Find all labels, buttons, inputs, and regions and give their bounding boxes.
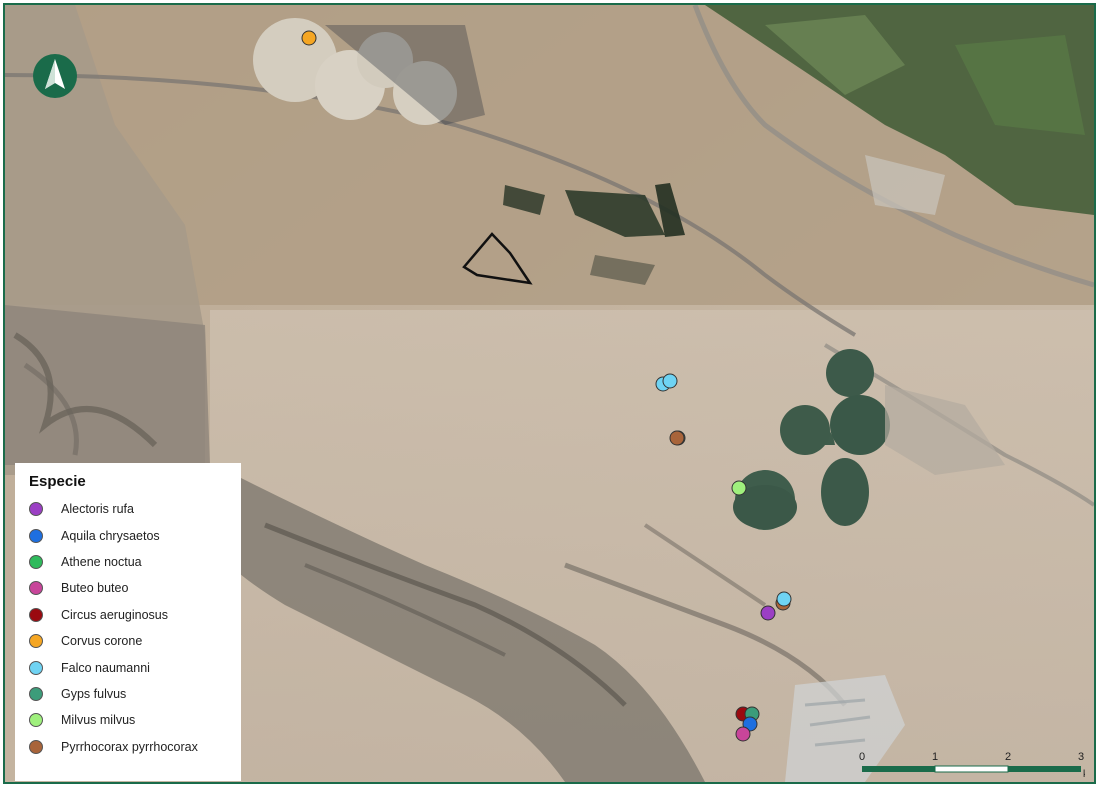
legend-label: Alectoris rufa [61,502,134,517]
legend-swatch-icon [29,581,43,596]
legend-swatch-icon [29,502,43,517]
legend-label: Buteo buteo [61,581,129,596]
scale-segment [862,766,935,772]
legend-label: Pyrrhocorax pyrrhocorax [61,739,198,754]
legend-swatch-icon [29,660,43,675]
legend-swatch-icon [29,686,43,701]
scale-tick-1: 1 [932,751,938,763]
legend-item: Alectoris rufa [29,496,241,522]
pivot-field-green [826,349,874,397]
green-field-patch [955,35,1085,135]
scale-tick-2: 2 [1005,751,1011,763]
legend-label: Aquila chrysaetos [61,528,160,543]
eroded-hills [5,305,210,465]
legend-swatch-icon [29,528,43,543]
pivot-field-green [821,458,869,526]
scale-tick-0: 0 [859,751,865,763]
scale-bar: 0 1 2 3 km [859,751,1085,779]
observation-point[interactable] [669,430,685,446]
highway [5,73,857,337]
scale-unit: km [1083,769,1085,779]
dark-field [565,190,665,237]
legend-label: Falco naumanni [61,660,150,675]
observation-point[interactable] [776,591,792,607]
legend-swatch-icon [29,739,43,754]
legend-swatch-icon [29,634,43,649]
legend-swatch-icon [29,554,43,569]
legend-swatch-icon [29,713,43,728]
legend-title: Especie [29,473,86,490]
legend-label: Circus aeruginosus [61,607,168,622]
road [823,343,1094,507]
railway [692,5,1094,288]
observation-point[interactable] [731,480,747,496]
pivot-field-green [733,485,797,529]
observation-point[interactable] [662,373,678,389]
town-area [885,385,1005,475]
pivot-field [357,32,413,88]
scale-segment [934,765,1009,773]
pivot-field [393,61,457,125]
satellite-map[interactable] [5,5,1094,782]
legend-item: Pyrrhocorax pyrrhocorax [29,734,241,760]
legend-item: Aquila chrysaetos [29,522,241,548]
observation-point[interactable] [301,30,317,46]
legend-label: Gyps fulvus [61,686,127,701]
legend-item: Buteo buteo [29,575,241,601]
pivot-field-green [830,395,890,455]
industrial-zone [785,675,905,782]
observation-points [301,30,792,742]
legend-label: Milvus milvus [61,713,136,728]
legend-label: Corvus corone [61,634,143,649]
north-arrow-icon [33,54,77,98]
legend-item: Athene noctua [29,549,241,575]
legend-item: Corvus corone [29,628,241,654]
legend-item: Circus aeruginosus [29,602,241,628]
legend-swatch-icon [29,607,43,622]
green-field-patch [765,15,905,95]
scale-tick-3: 3 [1078,751,1084,763]
legend-label: Athene noctua [61,554,142,569]
legend-item: Falco naumanni [29,654,241,680]
pivot-field-green [780,405,830,455]
scale-segment [1008,766,1081,772]
legend-item: Milvus milvus [29,707,241,733]
legend-item: Gyps fulvus [29,681,241,707]
study-area-polygon[interactable] [462,232,533,285]
observation-point[interactable] [760,605,776,621]
observation-point[interactable] [735,726,751,742]
